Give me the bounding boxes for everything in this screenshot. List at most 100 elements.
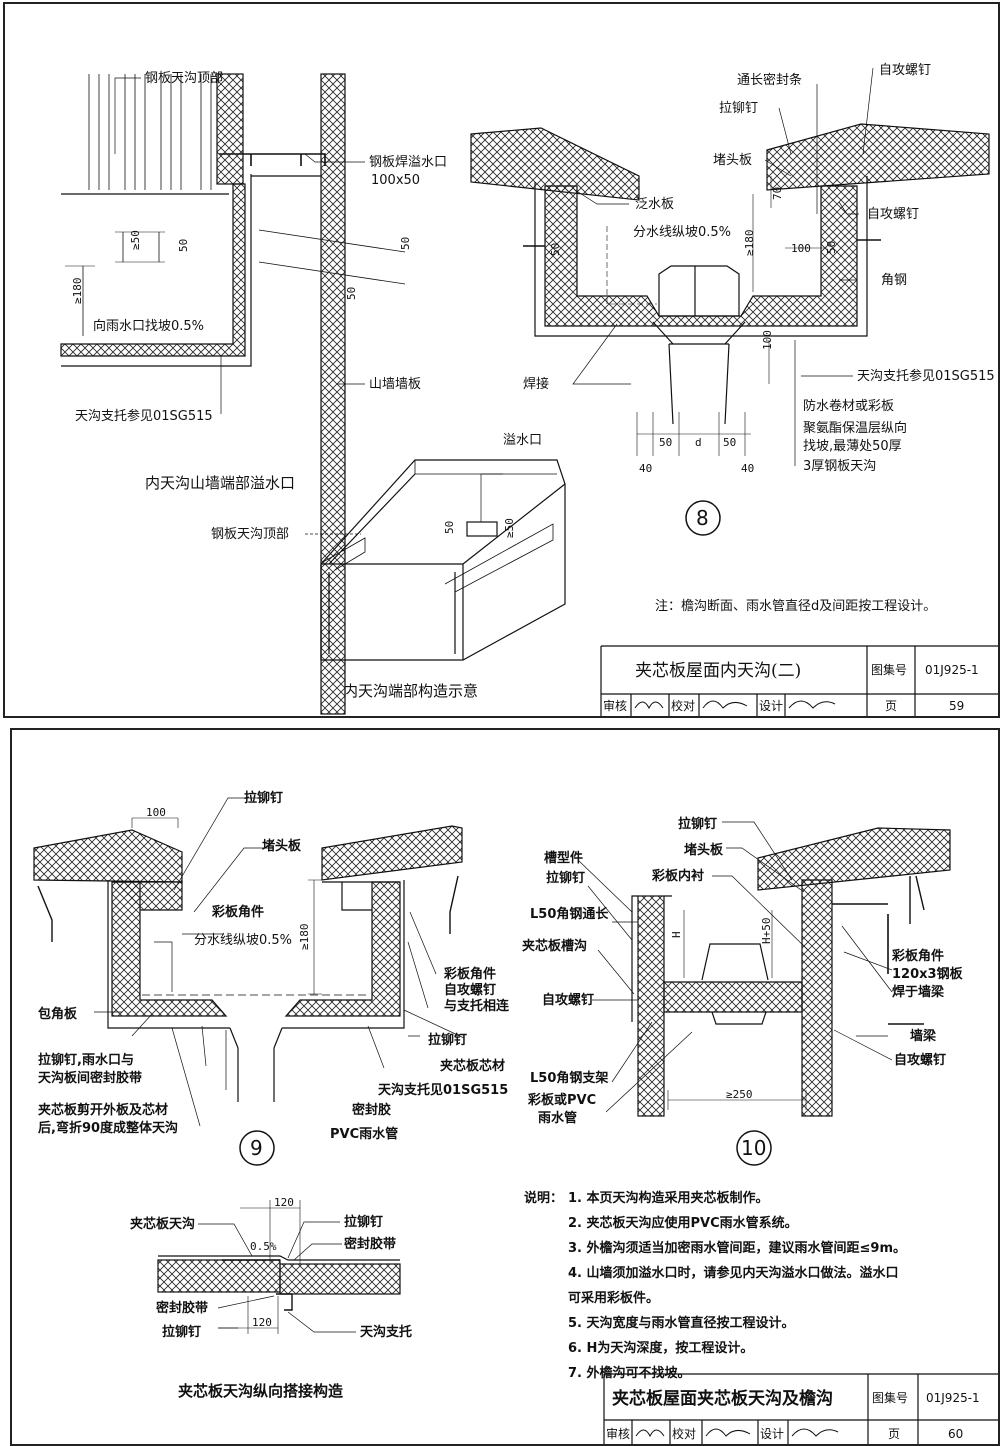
label-gable-wall: 山墙墙板: [369, 377, 421, 392]
note-2: 2. 夹芯板天沟应使用PVC雨水管系统。: [568, 1215, 798, 1231]
label-insulation-2: 找坡,最薄处50厚: [803, 439, 902, 454]
label-self-tap-9a: 自攻螺钉: [444, 982, 496, 998]
label-seal-note-2: 天沟板间密封胶带: [38, 1070, 142, 1086]
label-rivet-10b: 拉铆钉: [546, 870, 585, 886]
dim-50a: 50: [177, 239, 190, 252]
label-self-tap-10b: 自攻螺钉: [894, 1052, 946, 1068]
detail-8-drawing: [470, 67, 990, 466]
label-rivet-9: 拉铆钉: [244, 790, 283, 806]
label-gutter-top: 钢板天沟顶部: [145, 71, 223, 86]
design-label-60: 设计: [760, 1427, 784, 1441]
atlas-no-59: 01J925-1: [925, 663, 979, 677]
label-color-angle-9: 彩板角件: [211, 904, 264, 920]
title-59: 夹芯板屋面内天沟(二): [635, 661, 801, 681]
label-steel-gutter: 3厚钢板天沟: [803, 459, 876, 474]
note-5: 5. 天沟宽度与雨水管直径按工程设计。: [568, 1315, 795, 1331]
dim-8-50a: 50: [549, 243, 562, 256]
lap-joint-drawing: [157, 1200, 401, 1334]
page-label-59: 页: [885, 699, 897, 713]
label-weld: 焊接: [523, 376, 549, 392]
label-corner-plate: 包角板: [38, 1006, 78, 1022]
drawing-sheet-59: 钢板天沟顶部 钢板焊溢水口 100x50 向雨水口找坡0.5% 山墙墙板 天沟支…: [3, 2, 1000, 718]
dim-lap-120a: 120: [274, 1196, 294, 1209]
dim-iso-ge50: ≥50: [503, 518, 516, 538]
label-lap-tape: 密封胶带: [343, 1236, 396, 1252]
note-6: 6. H为天沟深度，按工程设计。: [568, 1340, 753, 1356]
notes-block: 说明： 1. 本页天沟构造采用夹芯板制作。 2. 夹芯板天沟应使用PVC雨水管系…: [524, 1190, 906, 1381]
check-label-59: 校对: [671, 698, 695, 713]
label-sealant: 密封胶: [351, 1102, 391, 1118]
review-label-60: 审核: [606, 1426, 630, 1441]
label-pvc-pipe: PVC雨水管: [330, 1126, 398, 1142]
atlas-label-60: 图集号: [872, 1390, 908, 1405]
page-no-59: 59: [949, 699, 964, 713]
dim-8-50b: 50: [825, 241, 838, 254]
label-overflow-welded: 钢板焊溢水口: [369, 154, 447, 170]
dim-8-b50l: 50: [659, 436, 672, 449]
dim-10-H50: H+50: [760, 918, 773, 945]
detail-10-number: 10: [741, 1136, 766, 1160]
dim-lap-05: 0.5%: [250, 1240, 277, 1253]
label-l50-bracket: L50角钢支架: [530, 1070, 608, 1086]
drawing-sheet-60: 拉铆钉 堵头板 彩板角件 分水线纵坡0.5% 彩板角件 自攻螺钉 与支托相连 包…: [10, 728, 1000, 1446]
detail-10-drawing: [577, 821, 951, 1117]
atlas-label-59: 图集号: [871, 662, 907, 677]
detail-9-marker: [239, 1130, 275, 1166]
label-insulation-1: 聚氨酯保温层纵向: [803, 420, 907, 436]
label-self-tap-top: 自攻螺钉: [879, 63, 931, 78]
detail-8-number: 8: [696, 506, 709, 530]
caption-gable-overflow: 内天沟山墙端部溢水口: [145, 474, 295, 492]
label-sandwich-core: 夹芯板芯材: [440, 1058, 505, 1074]
label-self-tap-10: 自攻螺钉: [542, 992, 594, 1008]
gable-overflow-detail: [60, 73, 406, 715]
label-pipe-2: 雨水管: [538, 1110, 577, 1126]
dim-8-100v: 100: [761, 330, 774, 350]
dim-ge180: ≥180: [71, 278, 84, 305]
signatures-60: [635, 1428, 839, 1438]
label-waterproof: 防水卷材或彩板: [803, 398, 894, 414]
label-lap-rivet-b: 拉铆钉: [162, 1324, 201, 1340]
design-label-59: 设计: [759, 699, 783, 713]
label-rivet-9b: 拉铆钉: [428, 1032, 467, 1048]
dim-8-b40r: 40: [741, 462, 754, 475]
note-1: 1. 本页天沟构造采用夹芯板制作。: [568, 1190, 769, 1206]
label-support-left: 天沟支托参见01SG515: [75, 408, 213, 424]
label-gutter-top-iso: 钢板天沟顶部: [211, 527, 289, 542]
page-no-60: 60: [948, 1427, 963, 1441]
label-self-tap-9b: 与支托相连: [444, 998, 510, 1014]
dim-iso-50: 50: [443, 521, 456, 534]
sheet-60-drawing: 拉铆钉 堵头板 彩板角件 分水线纵坡0.5% 彩板角件 自攻螺钉 与支托相连 包…: [33, 790, 998, 1444]
label-lap-support: 天沟支托: [360, 1324, 412, 1340]
label-self-tap-right: 自攻螺钉: [867, 207, 919, 222]
dim-8-ge180: ≥180: [743, 230, 756, 257]
label-flashing: 泛水板: [635, 197, 674, 212]
review-label-59: 审核: [603, 698, 627, 713]
dim-10-ge250: ≥250: [726, 1088, 753, 1101]
gutter-end-isometric: [305, 459, 566, 661]
sheet1-note: 注：檐沟断面、雨水管直径d及间距按工程设计。: [655, 599, 936, 614]
note-4: 4. 山墙须加溢水口时，请参见内天沟溢水口做法。溢水口: [568, 1265, 899, 1281]
label-divide-slope-9: 分水线纵坡0.5%: [194, 933, 292, 948]
sheet-59-drawing: 钢板天沟顶部 钢板焊溢水口 100x50 向雨水口找坡0.5% 山墙墙板 天沟支…: [60, 63, 998, 716]
label-steel-plate-2: 焊于墙梁: [892, 984, 945, 1000]
detail-9-number: 9: [250, 1136, 263, 1160]
dim-50b: 50: [399, 237, 412, 250]
check-label-60: 校对: [672, 1426, 696, 1441]
label-slope-to-outlet: 向雨水口找坡0.5%: [93, 318, 204, 334]
label-end-plate-10: 堵头板: [684, 842, 724, 858]
label-seal-note-1: 拉铆钉,雨水口与: [38, 1052, 134, 1068]
label-bend-1: 夹芯板剪开外板及芯材: [38, 1102, 168, 1118]
title-block-60: [603, 1373, 998, 1444]
label-sandwich-gutter: 夹芯板槽沟: [522, 938, 587, 954]
detail-10-marker: [736, 1130, 772, 1166]
label-support-right: 天沟支托参见01SG515: [857, 368, 995, 384]
atlas-no-60: 01J925-1: [926, 1391, 980, 1405]
detail-8-marker: [685, 500, 721, 536]
label-lap-tape-b: 密封胶带: [155, 1300, 208, 1316]
label-divide-slope: 分水线纵坡0.5%: [633, 225, 731, 240]
caption-lap-joint: 夹芯板天沟纵向搭接构造: [178, 1382, 343, 1400]
label-lap-gutter: 夹芯板天沟: [130, 1216, 195, 1232]
label-end-plate: 堵头板: [713, 153, 752, 168]
label-channel: 槽型件: [544, 850, 583, 866]
label-support-9: 天沟支托见01SG515: [378, 1082, 508, 1098]
